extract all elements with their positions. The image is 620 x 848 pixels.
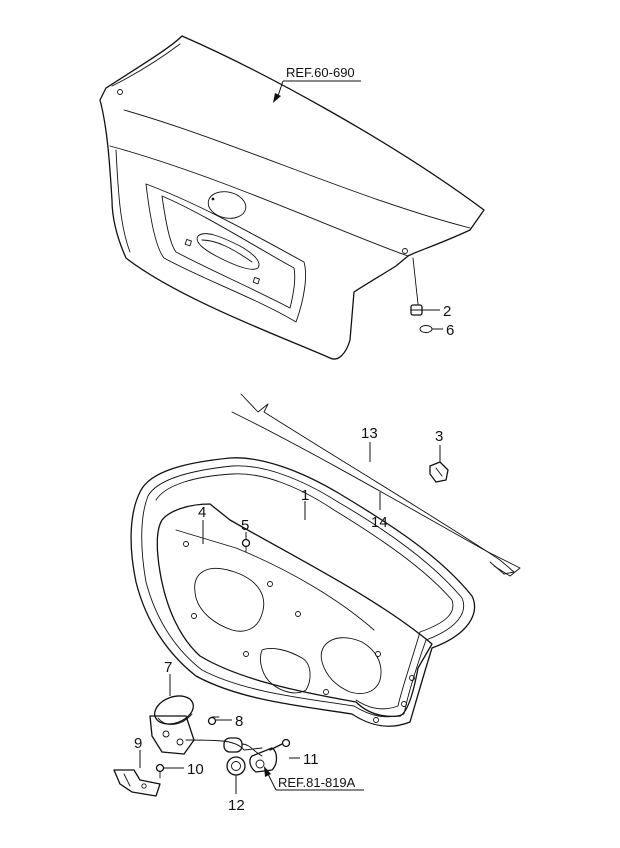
bumper-stop-part — [410, 257, 423, 316]
callout-12: 12 — [228, 797, 245, 814]
callout-6: 6 — [446, 322, 454, 339]
clip-part — [419, 325, 433, 333]
torsion-bar-14 — [231, 411, 521, 577]
callout-8: 8 — [235, 713, 243, 730]
trim-clip-part — [241, 538, 251, 553]
bracket-part — [429, 461, 449, 483]
callout-1: 1 — [301, 487, 309, 504]
grommet-part — [226, 756, 246, 776]
leader-lines — [139, 80, 443, 794]
callout-5: 5 — [241, 517, 249, 534]
actuator-part-2 — [113, 769, 161, 797]
trunk-lid-outer-panel — [99, 35, 485, 360]
lock-cylinder-part — [249, 747, 278, 773]
callout-14: 14 — [371, 514, 388, 531]
actuator-part — [223, 737, 263, 757]
callout-7: 7 — [164, 659, 172, 676]
torsion-bar-13 — [240, 393, 515, 575]
latch-bolt-part — [207, 716, 220, 726]
actuator-screw-part — [155, 763, 165, 779]
callout-4: 4 — [198, 504, 206, 521]
ref-60-690-label: REF.60-690 — [286, 65, 355, 80]
callout-13: 13 — [361, 425, 378, 442]
weatherstrip-seal — [130, 457, 476, 727]
callout-3: 3 — [435, 428, 443, 445]
callout-2: 2 — [443, 303, 451, 320]
callout-10: 10 — [187, 761, 204, 778]
ref-81-819a-label: REF.81-819A — [278, 775, 356, 790]
cylinder-screw-part — [269, 738, 291, 751]
trim-pad-part — [175, 529, 375, 631]
trunk-lid-inner-frame — [156, 503, 433, 723]
callout-11: 11 — [303, 751, 319, 768]
callout-9: 9 — [134, 735, 142, 752]
latch-part — [149, 715, 263, 755]
lock-cover-part — [154, 695, 194, 725]
